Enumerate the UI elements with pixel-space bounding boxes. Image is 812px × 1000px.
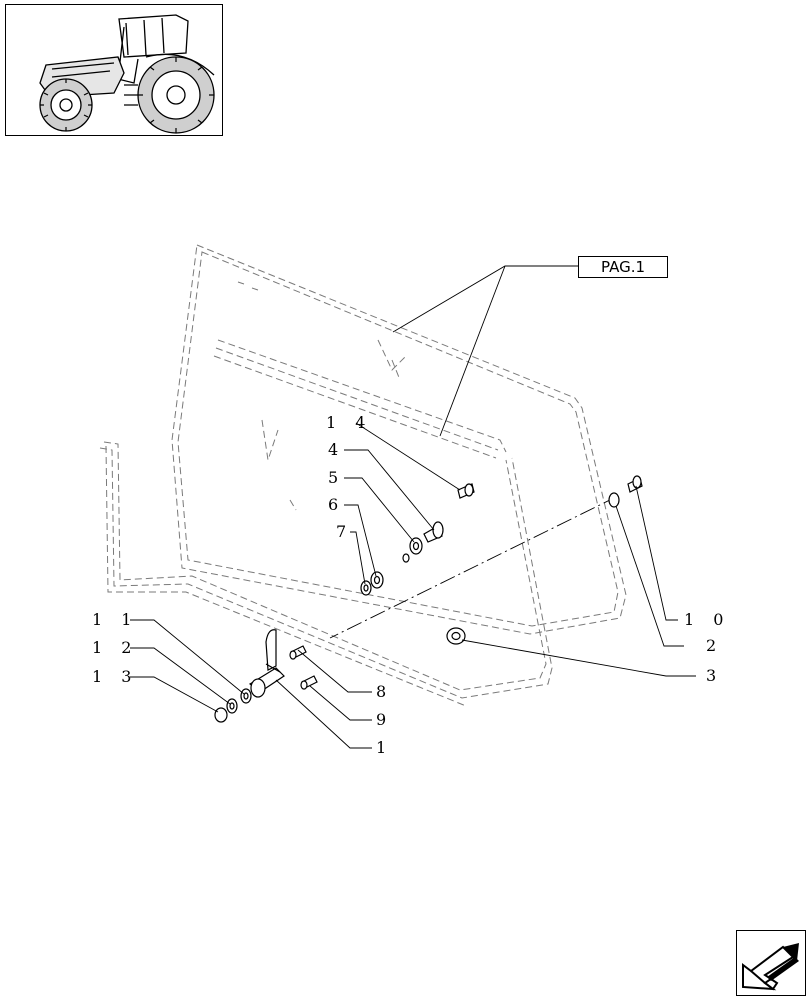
part-10-screw xyxy=(627,475,643,493)
tractor-illustration xyxy=(39,14,215,134)
callout-6: 6 xyxy=(328,495,346,514)
callout-10: 1 0 xyxy=(684,610,731,629)
tractor-thumbnail xyxy=(5,4,223,136)
back-arrow-icon xyxy=(742,943,799,991)
callout-14: 1 4 xyxy=(326,413,373,432)
callout-3: 3 xyxy=(706,666,724,685)
part-1-hinge xyxy=(248,629,285,698)
callout-7: 7 xyxy=(336,522,354,541)
callout-11: 1 1 xyxy=(92,610,139,629)
previous-page-button[interactable] xyxy=(736,930,806,996)
callout-8: 8 xyxy=(376,682,394,701)
callout-12: 1 2 xyxy=(92,638,139,657)
part-11-washer xyxy=(240,688,252,704)
callout-2: 2 xyxy=(706,636,724,655)
part-2-washer xyxy=(608,492,620,508)
part-5-washer xyxy=(409,537,423,555)
page-reference-label: PAG.1 xyxy=(600,258,646,276)
part-13-cap xyxy=(214,707,228,723)
part-4-screw xyxy=(423,521,444,543)
part-3-spacer xyxy=(446,627,466,645)
part-7-washer xyxy=(360,580,372,596)
callout-9: 9 xyxy=(376,710,394,729)
part-14-screw xyxy=(457,483,475,499)
part-8-pin xyxy=(289,645,307,660)
part-6-washer xyxy=(370,571,384,589)
callout-5: 5 xyxy=(328,468,346,487)
page-reference-box[interactable]: PAG.1 xyxy=(578,256,668,278)
part-9-pin xyxy=(300,675,318,690)
callout-1: 1 xyxy=(376,738,394,757)
callout-4: 4 xyxy=(328,440,346,459)
window-glass-outline xyxy=(171,244,627,635)
callout-13: 1 3 xyxy=(92,667,139,686)
window-frame-outline xyxy=(103,441,547,691)
part-12-nut xyxy=(226,698,238,714)
